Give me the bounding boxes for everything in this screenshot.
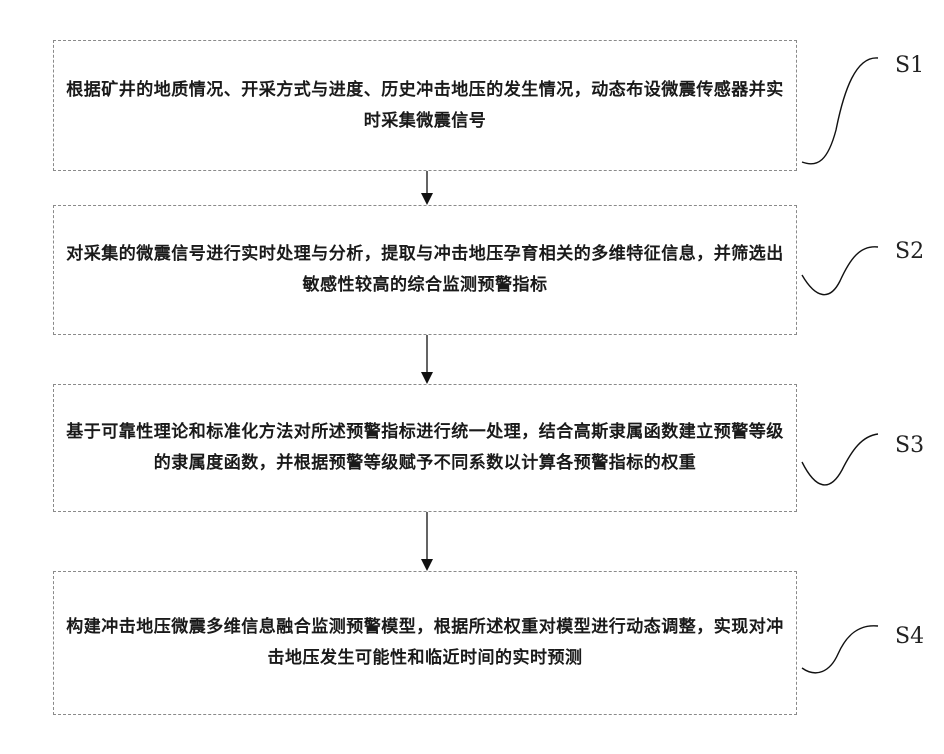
leader-line-s2 [800,235,880,305]
step-text-s4: 构建冲击地压微震多维信息融合监测预警模型，根据所述权重对模型进行动态调整，实现对… [62,612,788,674]
step-text-s2: 对采集的微震信号进行实时处理与分析，提取与冲击地压孕育相关的多维特征信息，并筛选… [62,239,788,301]
arrow-s3-s4 [418,512,436,571]
leader-line-s3 [800,420,880,495]
step-box-s1: 根据矿井的地质情况、开采方式与进度、历史冲击地压的发生情况，动态布设微震传感器并… [53,40,797,171]
step-text-s1: 根据矿井的地质情况、开采方式与进度、历史冲击地压的发生情况，动态布设微震传感器并… [62,75,788,137]
step-label-s2: S2 [895,239,924,264]
arrow-s2-s3 [418,335,436,384]
step-box-s4: 构建冲击地压微震多维信息融合监测预警模型，根据所述权重对模型进行动态调整，实现对… [53,571,797,715]
leader-line-s4 [800,612,880,682]
step-label-s1: S1 [895,53,924,78]
step-label-s4: S4 [895,624,924,649]
step-box-s2: 对采集的微震信号进行实时处理与分析，提取与冲击地压孕育相关的多维特征信息，并筛选… [53,205,797,335]
step-label-s3: S3 [895,433,924,458]
step-box-s3: 基于可靠性理论和标准化方法对所述预警指标进行统一处理，结合高斯隶属函数建立预警等… [53,384,797,512]
arrow-s1-s2 [418,171,436,205]
step-text-s3: 基于可靠性理论和标准化方法对所述预警指标进行统一处理，结合高斯隶属函数建立预警等… [62,417,788,479]
leader-line-s1 [800,50,880,170]
